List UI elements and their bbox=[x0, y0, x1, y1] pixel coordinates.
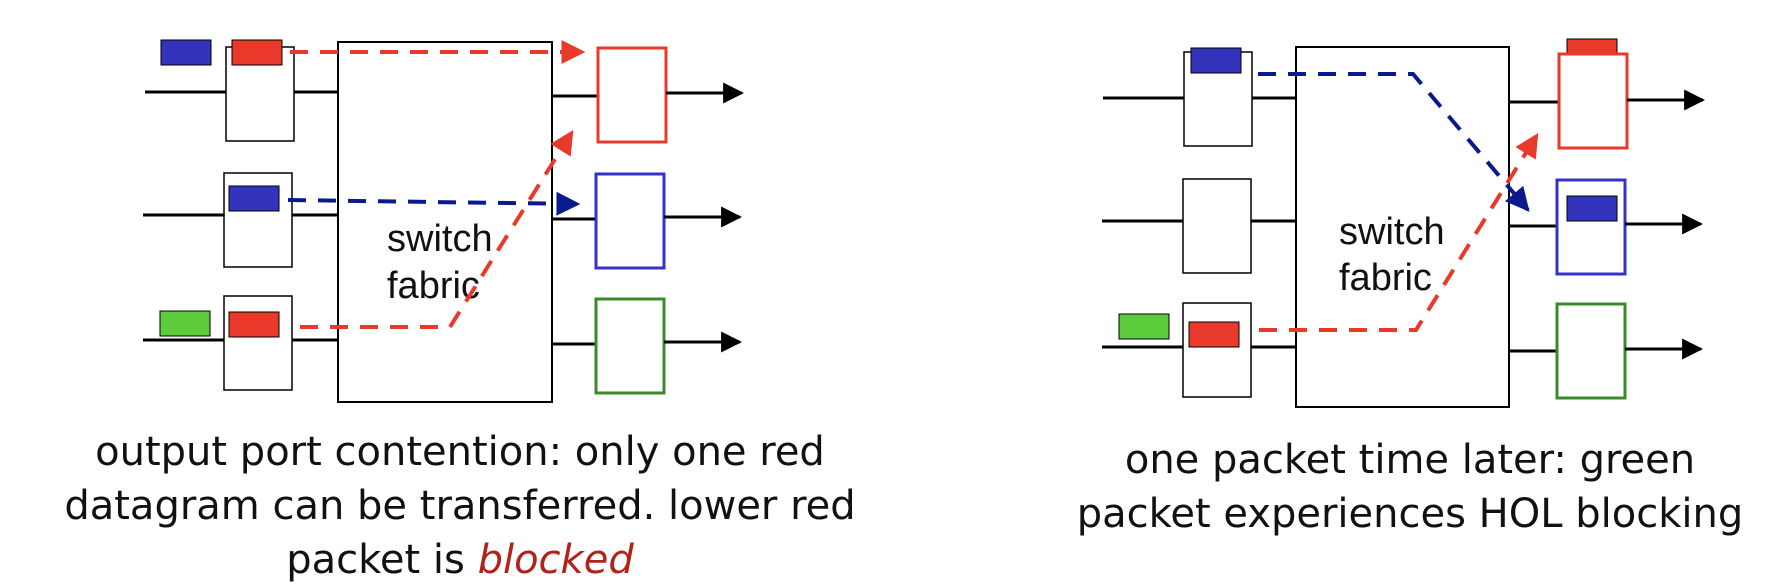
left-caption-line2: datagram can be transferred. lower red bbox=[64, 483, 856, 529]
right-caption-line1: one packet time later: green bbox=[1124, 437, 1696, 483]
fabric-label-line2: fabric bbox=[1339, 257, 1432, 299]
blue-transfer-path bbox=[1258, 72, 1530, 212]
input-port-3 bbox=[1102, 302, 1296, 398]
blocked-emphasis: blocked bbox=[477, 537, 634, 583]
left-caption-line3-prefix: packet is bbox=[286, 537, 478, 583]
output-port-blue bbox=[1509, 178, 1704, 276]
output-port-red bbox=[1509, 52, 1706, 150]
red-packet-head bbox=[1188, 321, 1240, 348]
blue-packet-in-transit bbox=[1190, 47, 1242, 74]
right-caption: one packet time later: green packet expe… bbox=[1050, 433, 1770, 541]
red-packet-top bbox=[231, 39, 283, 66]
red-blocked-path bbox=[300, 129, 574, 329]
fabric-label-line1: switch bbox=[387, 218, 493, 260]
right-panel: switch fabric bbox=[1102, 38, 1706, 408]
green-packet-hol-blocked bbox=[1118, 313, 1170, 340]
blue-packet-queued bbox=[160, 39, 212, 66]
left-caption-line3: packet is blocked bbox=[20, 533, 900, 587]
input-port-3 bbox=[143, 295, 338, 391]
switch-fabric-box bbox=[1295, 46, 1510, 408]
red-transfer-path bbox=[1259, 132, 1539, 332]
blue-packet-middle bbox=[228, 185, 280, 212]
fabric-label-line2: fabric bbox=[387, 265, 480, 307]
green-packet bbox=[159, 310, 211, 337]
output-port-green bbox=[1509, 302, 1704, 400]
output-port-red bbox=[552, 46, 745, 144]
right-caption-line2: packet experiences HOL blocking bbox=[1076, 491, 1744, 537]
blue-packet-output bbox=[1566, 195, 1618, 222]
fabric-label-line1: switch bbox=[1339, 211, 1445, 253]
input-port-2 bbox=[1102, 178, 1296, 274]
left-panel: switch fabric bbox=[143, 39, 745, 403]
left-caption-line1: output port contention: only one red bbox=[95, 429, 825, 475]
output-port-green bbox=[552, 297, 743, 395]
output-port-blue bbox=[552, 172, 743, 270]
red-packet-blocked bbox=[228, 311, 280, 338]
left-caption: output port contention: only one red dat… bbox=[20, 425, 900, 587]
blue-transfer-path bbox=[287, 191, 581, 216]
